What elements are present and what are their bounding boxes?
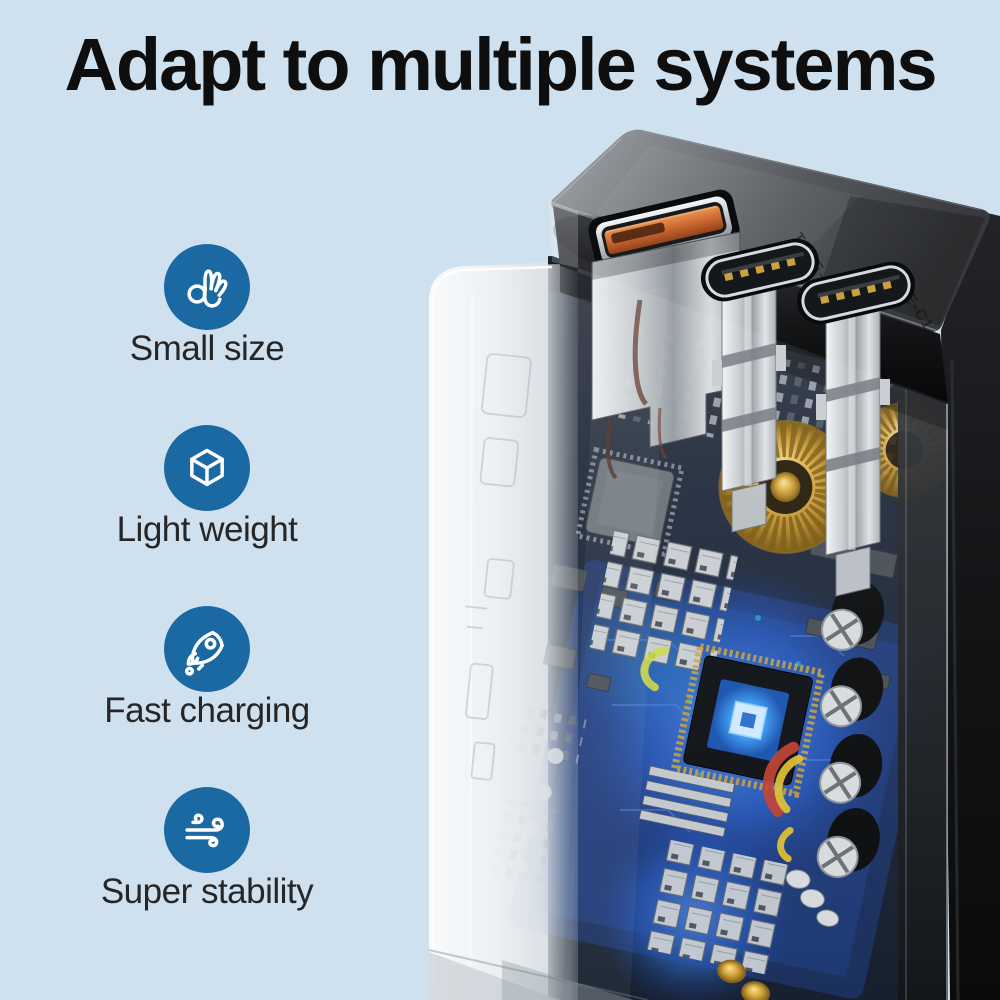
ok-hand-icon <box>163 244 250 330</box>
feature-small-size: Small size <box>129 244 285 368</box>
cube-icon <box>163 425 250 511</box>
glass-sheen <box>549 200 948 1000</box>
rocket-icon <box>164 606 250 692</box>
feature-label: Small size <box>129 329 285 368</box>
feature-label: Light weight <box>116 510 298 549</box>
feature-light-weight: Light weight <box>117 425 298 547</box>
feature-label: Super stability <box>100 872 314 911</box>
charger-side-panel <box>941 212 1000 1000</box>
case-left-wall <box>428 264 649 1000</box>
feature-list: Small size Light weight <box>97 244 317 909</box>
feature-label: Fast charging <box>104 691 310 730</box>
feature-fast-charging: Fast charging <box>104 606 310 728</box>
feature-super-stability: Super stability <box>100 787 314 911</box>
wind-icon <box>163 787 250 873</box>
headline: Adapt to multiple systems <box>64 23 937 106</box>
